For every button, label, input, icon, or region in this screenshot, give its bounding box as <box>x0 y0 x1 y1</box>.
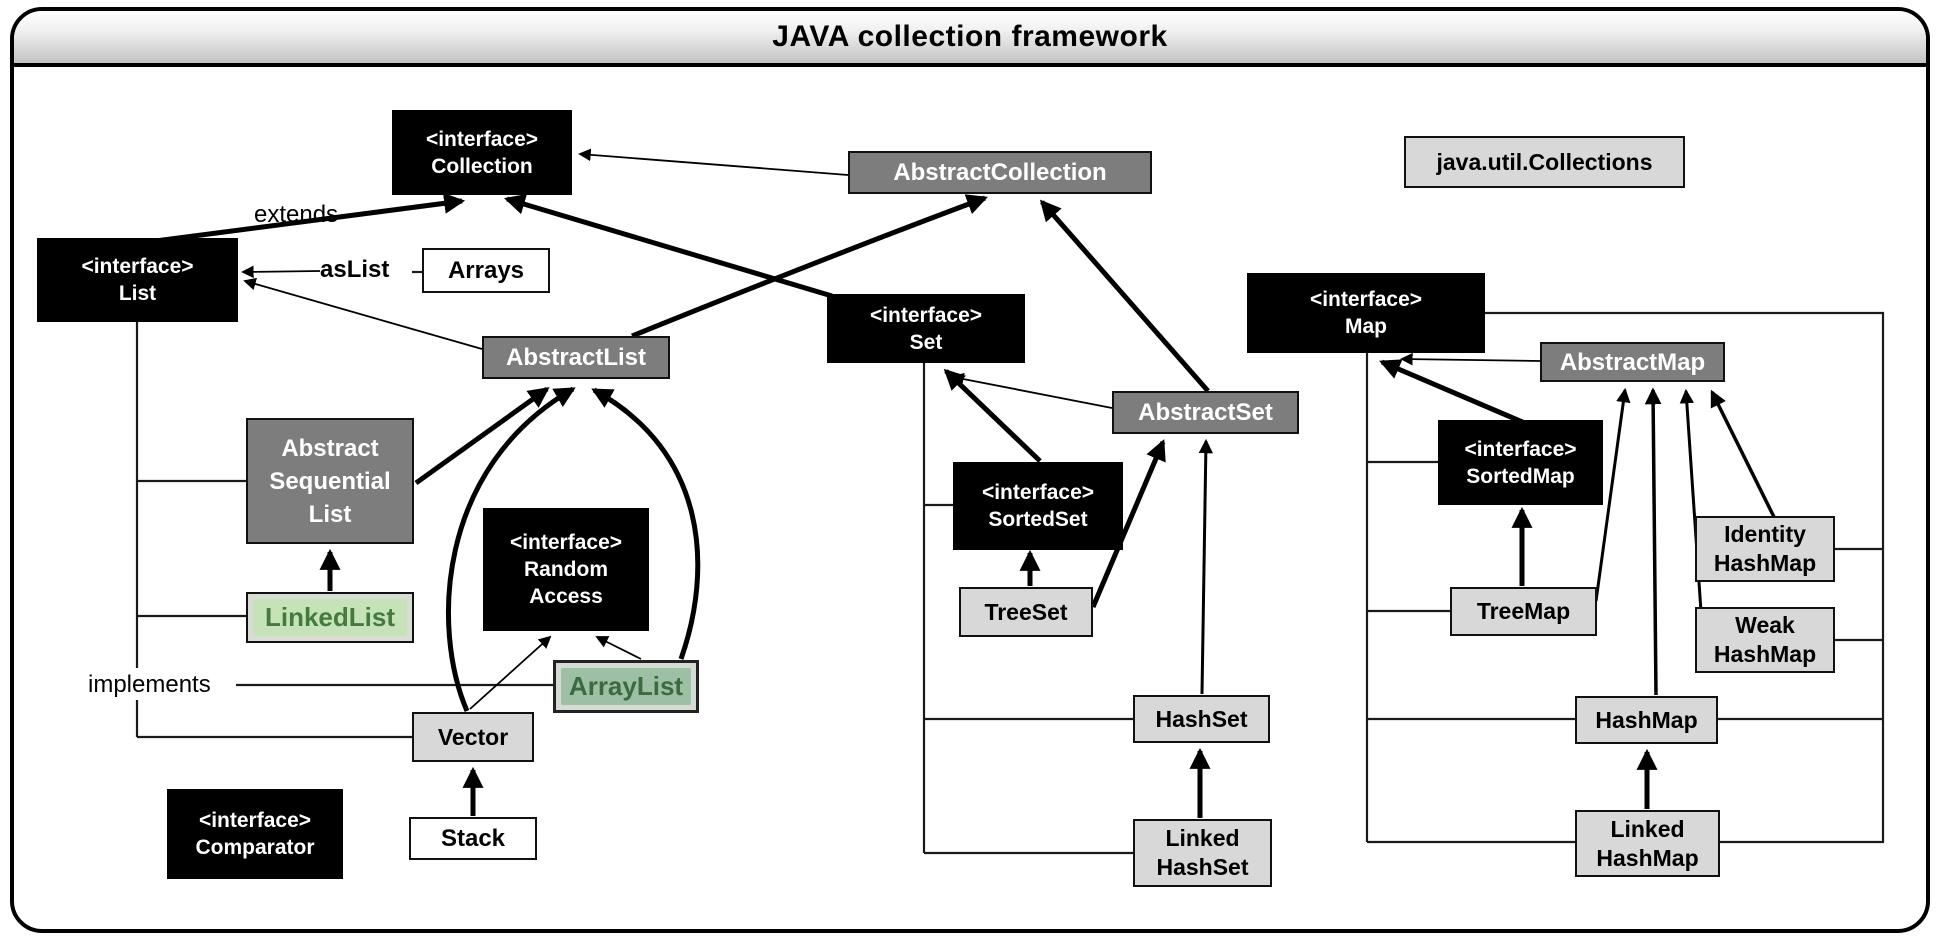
node-linked-hash-map-label: HashMap <box>1596 844 1699 871</box>
node-java-util-collections: java.util.Collections <box>1404 136 1685 188</box>
node-vector: Vector <box>412 712 534 762</box>
node-abstract-collection-label: AbstractCollection <box>893 159 1107 186</box>
node-tree-set-label: TreeSet <box>984 598 1068 625</box>
node-abstract-map-label: AbstractMap <box>1559 348 1706 376</box>
node-abstract-set: AbstractSet <box>1112 391 1299 434</box>
node-sorted-set: <interface> SortedSet <box>953 462 1123 550</box>
node-array-list: ArrayList <box>553 660 699 713</box>
node-abstract-map: AbstractMap <box>1540 342 1725 382</box>
node-identity-hash-map-label: Identity <box>1724 521 1806 547</box>
node-hash-map-label: HashMap <box>1595 706 1698 733</box>
node-identity-hash-map-label: HashMap <box>1713 550 1817 576</box>
node-abstract-set-label: AbstractSet <box>1138 399 1273 426</box>
node-linked-list: LinkedList <box>246 592 414 643</box>
node-tree-map-label: TreeMap <box>1476 598 1571 624</box>
node-array-list-label: ArrayList <box>568 671 684 701</box>
node-stack-label: Stack <box>440 824 506 852</box>
label-asList: asList <box>320 256 390 283</box>
node-collection: <interface> Collection <box>392 110 572 195</box>
node-abstract-sequential-list-label: Abstract <box>281 434 379 462</box>
node-vector-label: Vector <box>437 723 509 750</box>
node-linked-list-label: LinkedList <box>264 602 395 632</box>
node-abstract-collection: AbstractCollection <box>848 151 1152 194</box>
node-set: <interface> Set <box>827 294 1025 363</box>
node-abstract-list: AbstractList <box>482 336 670 379</box>
node-arrays: Arrays <box>422 248 550 293</box>
node-abstract-list-label: AbstractList <box>505 344 647 371</box>
label-implements: implements <box>88 671 211 698</box>
node-map: <interface> Map <box>1247 273 1485 353</box>
node-linked-hash-set-label: HashSet <box>1156 854 1249 880</box>
page-title: JAVA collection framework <box>772 20 1168 53</box>
node-weak-hash-map-label: HashMap <box>1713 641 1817 667</box>
node-random-access-label: <interface> <box>509 531 623 554</box>
node-collection-label: Collection <box>431 154 533 178</box>
node-java-util-collections-label: java.util.Collections <box>1436 148 1653 175</box>
node-sorted-map-label: SortedMap <box>1466 464 1575 488</box>
label-extends: extends <box>254 201 339 228</box>
title-bar: JAVA collection framework <box>14 11 1926 67</box>
node-list-label: List <box>118 282 157 305</box>
node-linked-hash-set-label: Linked <box>1165 825 1240 851</box>
node-comparator-label: <interface> <box>198 809 312 832</box>
node-hash-set-label: HashSet <box>1155 705 1248 732</box>
array-list-highlight <box>561 668 691 705</box>
node-stack: Stack <box>409 817 537 860</box>
node-weak-hash-map-label: Weak <box>1735 612 1795 638</box>
node-sorted-set-label: SortedSet <box>988 508 1088 531</box>
node-list-label: <interface> <box>81 255 194 278</box>
node-tree-map: TreeMap <box>1450 587 1597 636</box>
node-abstract-sequential-list-label: Sequential <box>269 467 391 495</box>
node-map-label: <interface> <box>1309 288 1423 311</box>
node-set-label: <interface> <box>869 303 983 327</box>
node-collection-label: <interface> <box>425 127 539 151</box>
node-comparator: <interface> Comparator <box>167 789 343 879</box>
node-list: <interface> List <box>37 238 238 322</box>
node-abstract-sequential-list-label: List <box>308 500 352 528</box>
node-arrays-label: Arrays <box>447 256 525 284</box>
node-sorted-set-label: <interface> <box>981 481 1095 504</box>
node-hash-set: HashSet <box>1133 695 1270 743</box>
node-hash-map: HashMap <box>1575 696 1718 744</box>
node-random-access-label: Access <box>529 585 603 608</box>
node-sorted-map-label: <interface> <box>1464 437 1577 461</box>
node-map-label: Map <box>1345 315 1387 338</box>
linked-list-highlight <box>253 599 407 636</box>
node-set-label: Set <box>909 330 943 354</box>
node-random-access-label: Random <box>524 558 608 581</box>
node-tree-set: TreeSet <box>959 587 1093 637</box>
node-sorted-map: <interface> SortedMap <box>1438 420 1603 505</box>
node-linked-hash-map-label: Linked <box>1610 815 1685 842</box>
node-comparator-label: Comparator <box>195 836 315 859</box>
